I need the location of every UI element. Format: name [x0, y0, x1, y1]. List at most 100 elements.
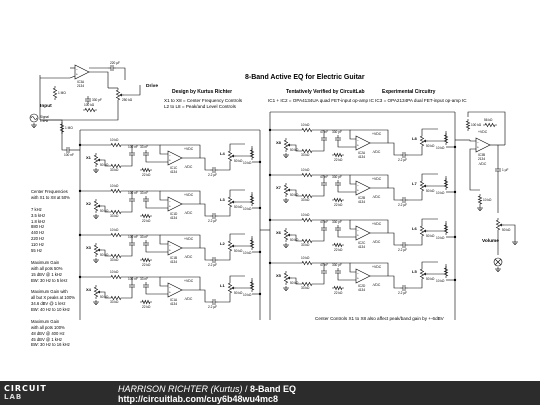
capacitor-value-label: 330 pF	[332, 175, 342, 179]
spec-line: 440 Hz	[31, 230, 45, 236]
resistor	[300, 127, 314, 133]
resistor	[93, 153, 99, 167]
resistor-value-label: 10 kΩ	[243, 293, 252, 297]
pot-value-label: 50 kΩ	[100, 209, 109, 213]
pot-value-label: 50 kΩ	[100, 295, 109, 299]
resistor-value-label: 33 kΩ	[110, 168, 119, 172]
supply-label: +VDC	[372, 132, 382, 136]
pot-value-label: 50 kΩ	[100, 253, 109, 257]
center-frequency-note: X1 to X8 = Center Frequency Controls	[164, 98, 243, 103]
resistor-value-label: 10 kΩ	[110, 228, 119, 232]
supply-label: -VDC	[372, 150, 381, 154]
resistor	[140, 299, 152, 305]
resistor-value-label: 22 kΩ	[334, 291, 343, 295]
wire	[314, 262, 356, 273]
capacitor-value-label: 330 pF	[332, 130, 342, 134]
spec-line: 110 Hz	[31, 242, 44, 248]
wire	[123, 204, 133, 213]
supply-label: -VDC	[184, 297, 193, 301]
potentiometer-arrow	[231, 154, 234, 158]
resistor	[300, 217, 314, 223]
opamp-symbol	[167, 282, 183, 298]
resistor	[83, 107, 97, 113]
junction-dot	[268, 173, 272, 177]
resistor	[93, 243, 99, 257]
wire	[314, 276, 325, 285]
wire	[102, 249, 109, 257]
ic-label: IC3B	[478, 153, 485, 157]
spec-line: 15 dBV @ 1 kHz	[31, 271, 63, 277]
opamp-pin-label: −	[357, 139, 359, 143]
opamp-pin-label: +	[76, 73, 78, 77]
wire	[236, 146, 253, 157]
pot-label: L4	[220, 151, 225, 156]
supply-label: +VDC	[372, 222, 382, 226]
resistor-value-label: 10 kΩ	[301, 213, 310, 217]
junction-dot	[268, 261, 272, 265]
capacitor-value-label: 33 nF	[140, 191, 148, 195]
circuitlab-logo[interactable]: CIRCUIT LAB	[4, 384, 66, 402]
capacitor-value-label: 47 nF	[320, 130, 328, 134]
opamp-symbol	[355, 180, 371, 196]
supply-label: +VDC	[184, 279, 194, 283]
resistor	[477, 194, 483, 206]
ic-part-label: 4134	[170, 170, 177, 174]
spec-line: 3.5 kHz	[31, 212, 46, 218]
potentiometer-arrow	[423, 139, 426, 143]
resistor	[227, 149, 233, 163]
resistor	[109, 142, 123, 148]
junction-dot	[268, 218, 272, 222]
supply-label: +VDC	[184, 193, 194, 197]
spec-line: all but X peaks at 100%	[31, 295, 75, 301]
potentiometer-arrow	[423, 272, 426, 276]
resistor	[332, 242, 344, 248]
ic-label: IC2C	[358, 241, 366, 245]
resistor-value-label: 22 kΩ	[142, 173, 151, 177]
wire	[350, 174, 389, 189]
potentiometer-arrow	[231, 244, 234, 248]
pot-value-label: 50 kΩ	[290, 148, 299, 152]
wire	[337, 143, 356, 148]
wire	[388, 187, 400, 201]
supply-label: -VDC	[184, 165, 193, 169]
junction-dot	[258, 292, 262, 296]
designer-credit: Design by Kurtus Richter	[172, 89, 233, 95]
wire	[421, 173, 438, 179]
resistor-value-label: 33 kΩ	[301, 243, 310, 247]
wire	[145, 158, 168, 163]
wire	[236, 192, 253, 203]
opamp-pin-label: +	[357, 144, 359, 148]
resistor	[332, 152, 344, 158]
resistor-value-label: 56 kΩ	[484, 118, 493, 122]
wire	[408, 238, 423, 246]
resistor-value-label: 1 MΩ	[58, 91, 66, 95]
resistor-value-label: 22 kΩ	[334, 203, 343, 207]
spec-line: 48 dBV @ 400 Hz	[31, 330, 65, 336]
junction-dot	[258, 160, 262, 164]
wire	[314, 219, 356, 230]
potentiometer-arrow	[423, 229, 426, 233]
resistor	[249, 148, 255, 160]
pot-value-label: 250 kΩ	[122, 98, 133, 102]
wire	[314, 129, 356, 140]
resistor	[109, 295, 123, 301]
supply-label: +VDC	[372, 265, 382, 269]
potentiometer-arrow	[231, 286, 234, 290]
spec-line: with X1 to X8 at 50%	[31, 194, 70, 200]
ic-info-note: IC1 + IC2 = OPA4134UA quad FET-input op-…	[268, 98, 467, 103]
project-url-link[interactable]: http://circuitlab.com/cuy6b48wu4mc8	[118, 394, 279, 404]
pot-label: X1	[86, 155, 92, 160]
ic-label: IC1C	[170, 166, 178, 170]
spec-line: 34.6 dBV @ 1 kHz	[31, 301, 66, 307]
wire	[229, 189, 245, 195]
resistor	[109, 253, 123, 259]
resistor-value-label: 10 kΩ	[301, 123, 310, 127]
capacitor-value-label: 1 µF	[502, 168, 508, 172]
pot-label: X8	[276, 140, 282, 145]
resistor-value-label: 10 kΩ	[110, 270, 119, 274]
wire	[218, 253, 231, 261]
pot-value-label: 50 kΩ	[290, 193, 299, 197]
opamp-pin-label: −	[357, 229, 359, 233]
pot-label: L1	[220, 283, 225, 288]
wire	[229, 275, 245, 281]
